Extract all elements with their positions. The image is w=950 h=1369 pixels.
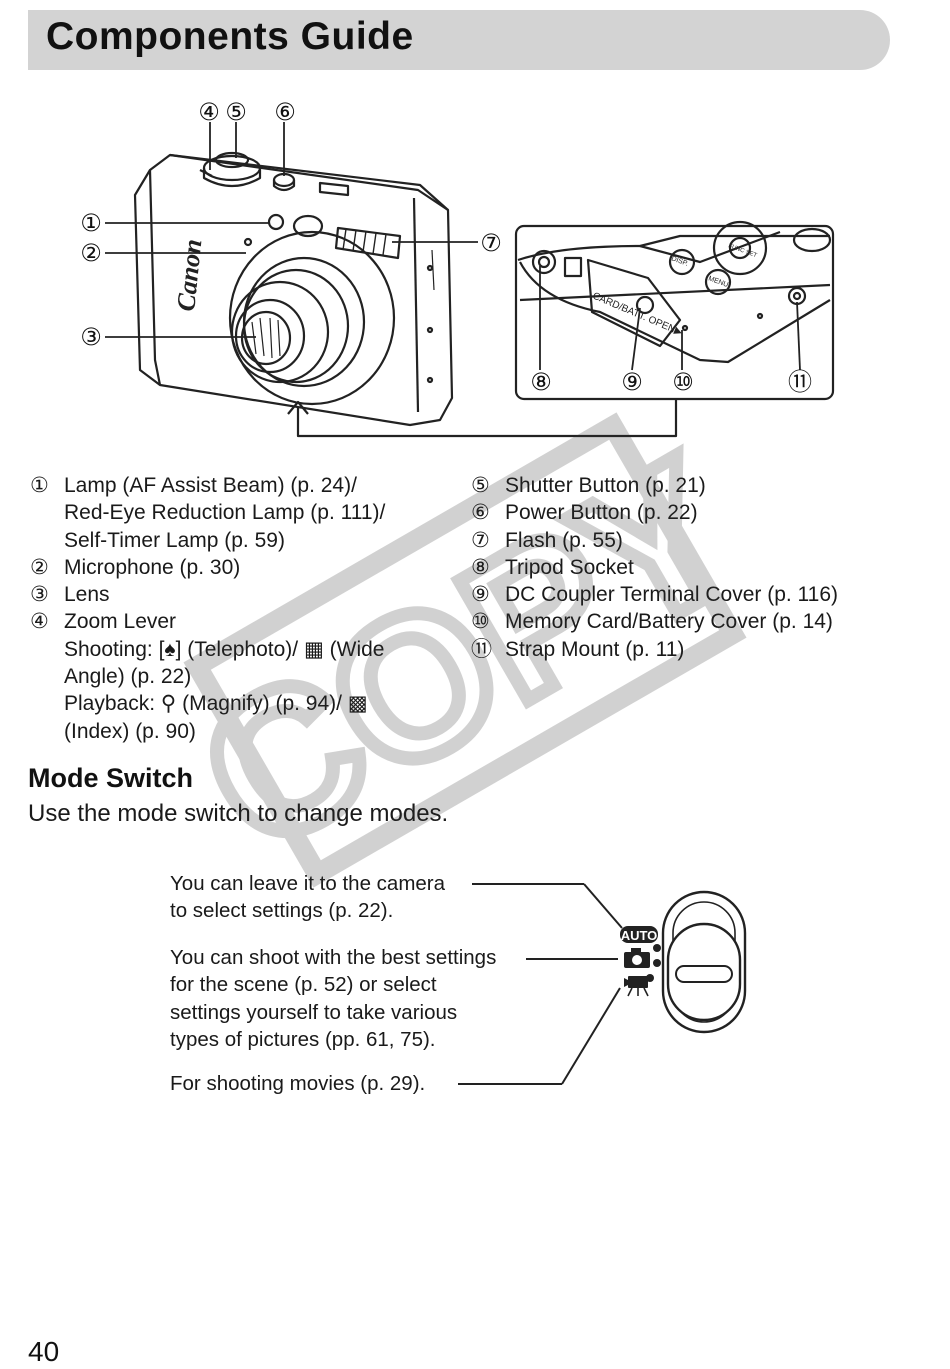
camera-mode-icon: [624, 944, 661, 968]
component-number: ④: [30, 610, 49, 634]
component-text: Microphone (p. 30): [64, 555, 241, 579]
component-item-4: ④ Zoom Lever Shooting: [♠] (Telephoto)/ …: [30, 608, 440, 744]
component-number: ⑧: [471, 555, 490, 579]
component-item-3: ③ Lens: [30, 581, 440, 608]
callout-2: ②: [80, 239, 102, 267]
component-item-10: ⑩ Memory Card/Battery Cover (p. 14): [471, 608, 911, 635]
header-band: [28, 10, 890, 70]
camera-front-illustration: [133, 151, 454, 427]
component-item-7: ⑦ Flash (p. 55): [471, 527, 911, 554]
svg-text:AUTO: AUTO: [621, 928, 658, 943]
component-item-8: ⑧ Tripod Socket: [471, 554, 911, 581]
component-item-9: ⑨ DC Coupler Terminal Cover (p. 116): [471, 581, 911, 608]
scene-mode-callout: You can shoot with the best settings for…: [170, 946, 497, 1051]
section-heading: Mode Switch: [28, 763, 194, 793]
movie-mode-callout: For shooting movies (p. 29).: [170, 1072, 426, 1095]
disp-button-label: DISP.: [670, 255, 689, 268]
section-description: Use the mode switch to change modes.: [28, 800, 449, 827]
component-text: Power Button (p. 22): [505, 501, 698, 525]
component-text: Tripod Socket: [505, 555, 634, 579]
callout-6: ⑥: [274, 98, 296, 126]
component-text: Shooting: [♠] (Telephoto)/ ▦ (Wide: [64, 637, 385, 661]
component-item-11: ⑪ Strap Mount (p. 11): [471, 636, 911, 663]
component-text: Lamp (AF Assist Beam) (p. 24)/: [64, 474, 357, 497]
component-text: Flash (p. 55): [505, 528, 623, 552]
brand-logo: Canon: [171, 238, 207, 313]
callout-1: ①: [80, 209, 102, 237]
component-text: Strap Mount (p. 11): [505, 637, 685, 661]
page-title: Components Guide: [46, 15, 414, 58]
callout-10: ⑩: [672, 368, 694, 396]
component-item-6: ⑥ Power Button (p. 22): [471, 499, 911, 526]
component-number: ②: [30, 555, 49, 579]
component-list-right: ⑤ Shutter Button (p. 21) ⑥ Power Button …: [471, 472, 911, 663]
component-text: Shutter Button (p. 21): [505, 474, 706, 497]
camera-bottom-illustration: [514, 220, 835, 401]
component-text: Lens: [64, 583, 110, 607]
callout-7: ⑦: [480, 229, 502, 257]
component-list-left: ① Lamp (AF Assist Beam) (p. 24)/ Red-Eye…: [30, 472, 440, 745]
auto-mode-icon: AUTO: [620, 926, 658, 943]
page-number: 40: [28, 1336, 60, 1367]
callout-8: ⑧: [530, 368, 552, 396]
callout-4: ④: [198, 98, 220, 126]
component-number: ⑪: [471, 637, 492, 661]
component-number: ⑥: [471, 501, 490, 525]
callout-3: ③: [80, 323, 102, 351]
component-text: (Index) (p. 90): [64, 719, 196, 743]
callout-9: ⑨: [621, 368, 643, 396]
component-text: Memory Card/Battery Cover (p. 14): [505, 610, 833, 634]
component-text: Angle) (p. 22): [64, 665, 192, 689]
component-number: ③: [30, 583, 49, 607]
component-text: Red-Eye Reduction Lamp (p. 111)/: [64, 501, 386, 525]
camera-diagram: Canon CARD/BATT. OPEN▶ DISP. MENU FUNC S…: [80, 98, 835, 438]
component-number: ⑩: [471, 610, 490, 634]
movie-mode-icon: [624, 974, 654, 997]
component-text: DC Coupler Terminal Cover (p. 116): [505, 583, 839, 607]
mode-switch-illustration: AUTO: [458, 883, 747, 1085]
component-number: ⑤: [471, 474, 490, 497]
component-text: Playback: ⚲ (Magnify) (p. 94)/ ▩: [64, 692, 368, 716]
callout-5: ⑤: [225, 98, 247, 126]
component-text: Self-Timer Lamp (p. 59): [64, 528, 285, 552]
component-text: Zoom Lever: [64, 610, 177, 634]
component-item-2: ② Microphone (p. 30): [30, 554, 440, 581]
menu-button-label: MENU: [707, 275, 729, 289]
component-item-5: ⑤ Shutter Button (p. 21): [471, 472, 911, 499]
component-item-1: ① Lamp (AF Assist Beam) (p. 24)/ Red-Eye…: [30, 472, 440, 554]
callout-11: ⑪: [788, 368, 812, 396]
component-number: ⑨: [471, 583, 490, 607]
component-number: ①: [30, 474, 49, 497]
auto-mode-callout: You can leave it to the camera to select…: [170, 872, 446, 923]
component-number: ⑦: [471, 528, 490, 552]
